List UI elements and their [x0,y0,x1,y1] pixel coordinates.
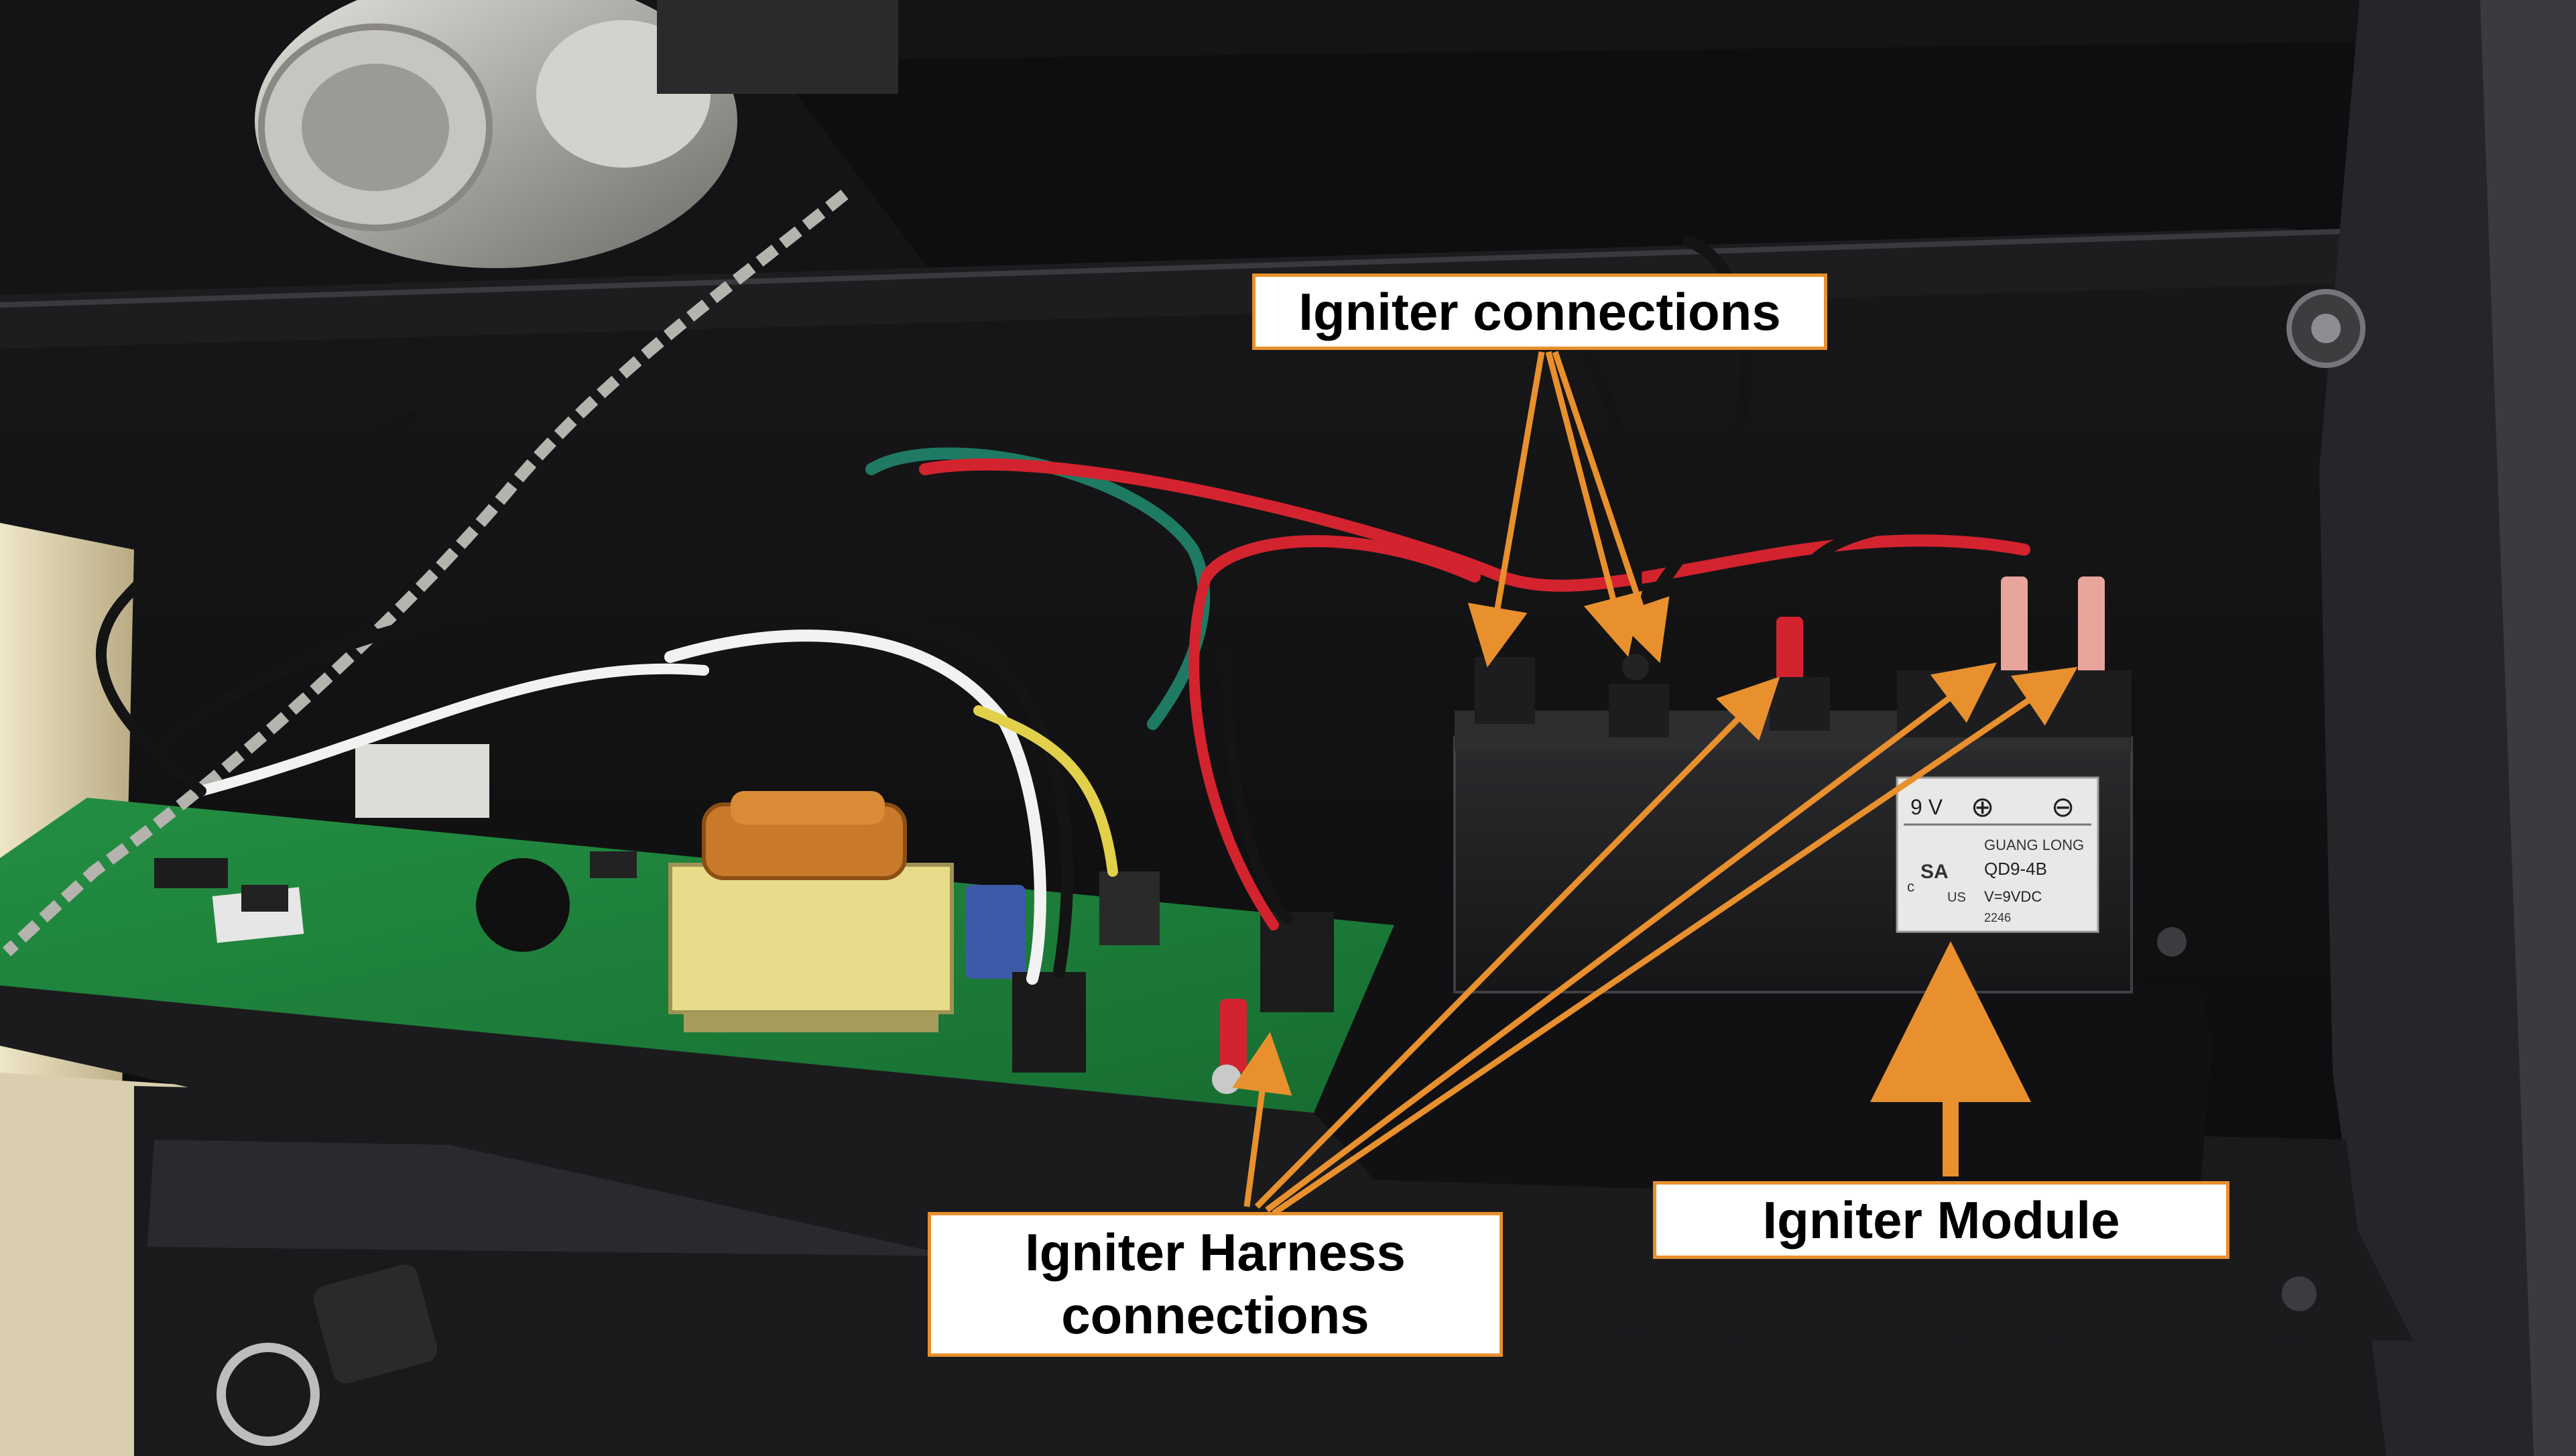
label-cert-left: c [1907,878,1914,895]
label-cert-right: US [1947,890,1966,905]
right-wall-highlight [2480,0,2576,1456]
connector-block-2 [1099,871,1160,945]
key [217,1264,438,1446]
callout-igniter-connections: Igniter connections [1252,274,1827,350]
annotation-arrows [1232,351,2078,1216]
pink-terminal-2 [2078,577,2105,677]
label-model: QD9-4B [1984,859,2047,879]
upper-back-panel [771,40,2494,282]
arrow-igniter-conn-3 [1552,351,1670,664]
callout-harness-line2: connections [1061,1286,1369,1345]
label-plus-symbol: ⊕ [1971,791,1994,823]
pink-terminal-1 [2001,577,2028,677]
label-brand: GUANG LONG [1984,837,2084,853]
plug-connector [355,744,489,818]
callout-harness-line1: Igniter Harness [1025,1223,1406,1282]
label-code: 2246 [1984,911,2011,924]
callout-igniter-connections-text: Igniter connections [1298,282,1781,341]
arrow-harness-4 [1272,666,2078,1216]
arrow-igniter-conn-2 [1545,351,1642,657]
red-terminal-2 [1220,999,1247,1073]
callout-igniter-harness-connections: Igniter Harness connections [928,1212,1503,1357]
callout-igniter-module: Igniter Module [1653,1181,2229,1259]
gas-regulator [255,0,898,268]
tray-screw-2 [2157,927,2187,957]
module-label-sticker: 9 V ⊕ ⊖ GUANG LONG SA c US QD9-4B V=9VDC… [1896,776,2099,933]
tray-screw-1 [2282,1276,2317,1311]
pcb-chips [154,851,637,952]
shelf-edge [0,229,2347,308]
label-cert-mark: SA [1920,861,1949,883]
red-terminal-1 [1776,617,1803,690]
arrow-harness-1 [1232,1032,1292,1207]
label-rating: V=9VDC [1984,888,2042,905]
capacitor [965,885,1026,979]
wires [95,235,2112,985]
metal-chain [2,190,849,957]
arrow-igniter-conn-1 [1467,351,1545,668]
arrow-harness-2 [1254,676,1780,1209]
label-minus-symbol: ⊖ [2051,791,2075,823]
board-screw [1212,1065,1241,1094]
callout-igniter-module-text: Igniter Module [1762,1190,2120,1250]
label-voltage-tag: 9 V [1910,795,1943,819]
transformer [668,791,954,1032]
back-panel-flange [0,228,2413,349]
arrow-harness-3 [1265,662,1997,1213]
connector-block-1 [1012,972,1086,1073]
